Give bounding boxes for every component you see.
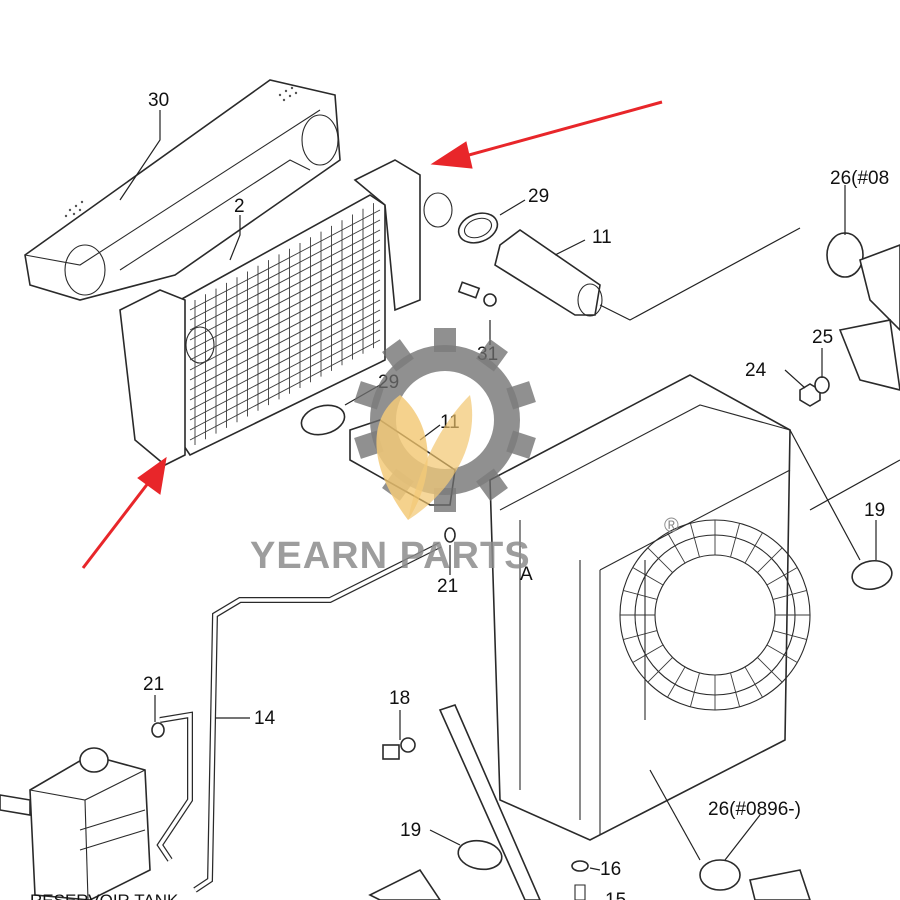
watermark-text: YEARN PARTS ® (250, 515, 679, 577)
callout-19-right: 19 (864, 500, 885, 521)
callout-16: 16 (600, 859, 621, 880)
callout-18: 18 (389, 688, 410, 709)
part-26-clamp-upper (826, 232, 900, 391)
callout-26-lower: 26(#0896-) (708, 799, 801, 820)
part-16-washer (571, 860, 589, 900)
part-11-hose-upper (494, 229, 603, 317)
part-21-clamp-lower (151, 722, 165, 738)
part-19-clamp-right (851, 559, 893, 591)
callout-21-upper: 21 (437, 576, 458, 597)
callout-labels: 30 2 29 11 26(#08 31 25 24 29 11 19 A 21… (30, 90, 889, 900)
part-2-cooler-core (119, 159, 453, 466)
callout-19-lower: 19 (400, 820, 421, 841)
callout-14: 14 (254, 708, 276, 729)
part-25-washer (814, 376, 830, 394)
part-29-clamp-upper (457, 212, 499, 244)
watermark-registered: ® (664, 515, 679, 537)
part-30-cover (24, 79, 341, 301)
part-31-bolt (457, 281, 497, 307)
callout-30: 30 (148, 90, 169, 111)
callout-26-upper: 26(#08 (830, 168, 889, 189)
part-18-bolt (382, 737, 416, 760)
red-arrow-lower (81, 456, 167, 569)
callout-24: 24 (745, 360, 767, 381)
callout-2: 2 (234, 196, 245, 217)
reservoir-tank-label: RESERVOIR TANK (30, 891, 179, 900)
part-21-clamp-upper (444, 527, 456, 543)
watermark-brand: YEARN PARTS (250, 535, 531, 577)
callout-11-upper: 11 (592, 227, 612, 248)
callout-21-lower: 21 (143, 674, 164, 695)
callout-15: 15 (605, 890, 626, 900)
reservoir-tank (0, 747, 151, 900)
leaf-icon (376, 395, 428, 520)
part-29-clamp-lower (300, 404, 346, 436)
part-14-hose (156, 542, 442, 893)
part-26-clamp-lower (699, 859, 811, 900)
callout-25: 25 (812, 327, 833, 348)
stay-rod (438, 704, 541, 900)
red-arrow-upper (430, 100, 663, 169)
radiator-assembly (489, 374, 811, 841)
watermark-logo (354, 328, 536, 520)
part-24-nut (799, 383, 821, 407)
callout-29-upper: 29 (528, 186, 549, 207)
callout-A: A (520, 564, 533, 585)
part-19-clamp-lower (368, 839, 503, 900)
